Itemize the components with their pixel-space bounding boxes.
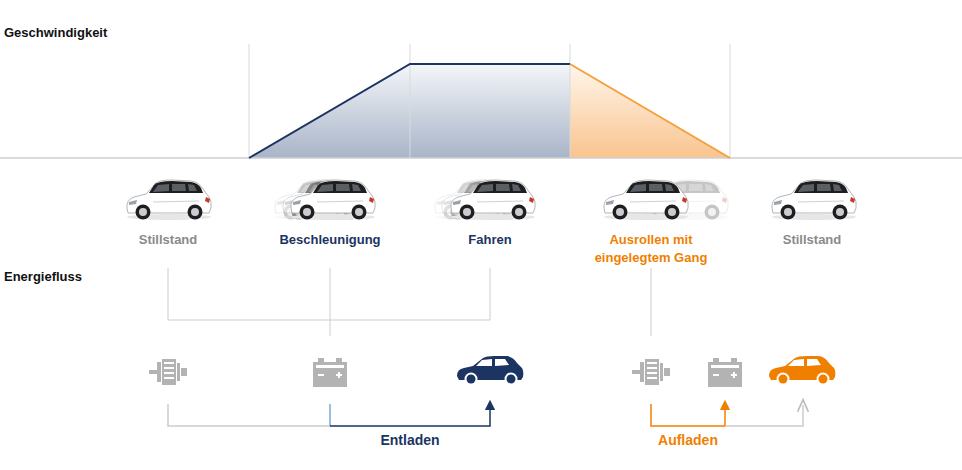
speed-profile (0, 44, 962, 158)
flow-label: Entladen (380, 431, 439, 450)
phase-label: Stillstand (139, 231, 198, 249)
axis-title: Geschwindigkeit (4, 24, 107, 42)
phase-label: Ausrollen mit eingelegtem Gang (586, 231, 716, 266)
energy-icons (149, 356, 835, 387)
section-title: Energiefluss (4, 268, 82, 286)
car-row (127, 180, 856, 220)
phase-label: Stillstand (783, 231, 842, 249)
phase-label: Fahren (468, 231, 511, 249)
flow-label: Aufladen (658, 431, 718, 450)
flow-lines (168, 268, 651, 336)
phase-label: Beschleunigung (279, 231, 380, 249)
flow-brackets (168, 404, 803, 426)
